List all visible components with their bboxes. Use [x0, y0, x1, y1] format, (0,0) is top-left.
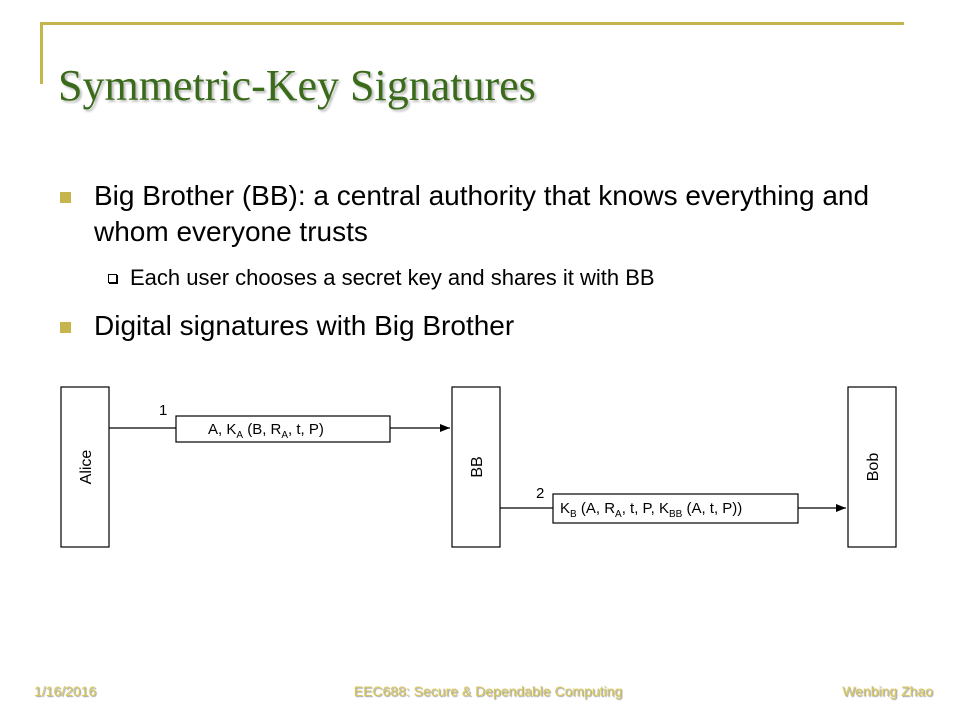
protocol-diagram: Alice BB Bob 1 A, KA (B, RA, t, P) 2 KB …	[60, 386, 897, 548]
frame-left-line	[40, 22, 43, 84]
bob-label: Bob	[865, 453, 882, 482]
sub-bullet-text: Each user chooses a secret key and share…	[130, 265, 655, 290]
step2-message-box	[552, 493, 799, 524]
bullet-text: Digital signatures with Big Brother	[94, 310, 515, 341]
square-bullet-icon	[60, 322, 71, 333]
bb-label: BB	[469, 456, 486, 477]
alice-label: Alice	[78, 450, 95, 485]
alice-box	[60, 386, 110, 548]
step1-message-box	[175, 415, 391, 443]
bullet-list: Big Brother (BB): a central authority th…	[60, 178, 920, 344]
step2-number: 2	[536, 485, 544, 502]
footer-course: EEC688: Secure & Dependable Computing	[353, 683, 623, 699]
bob-box	[847, 386, 897, 548]
square-bullet-icon	[60, 192, 71, 203]
footer-author: Wenbing Zhao	[842, 683, 933, 699]
bullet-big-brother: Big Brother (BB): a central authority th…	[60, 178, 920, 250]
sub-bullet-secret-key: Each user chooses a secret key and share…	[60, 264, 920, 292]
hollow-square-bullet-icon	[108, 274, 117, 283]
bullet-digital-signatures: Digital signatures with Big Brother	[60, 308, 920, 344]
step1-message: A, KA (B, RA, t, P)	[208, 421, 324, 441]
footer-date: 1/16/2016	[34, 683, 97, 699]
frame-top-line	[40, 22, 904, 25]
step1-number: 1	[159, 402, 167, 419]
bb-box	[451, 386, 501, 548]
step2-message: KB (A, RA, t, P, KBB (A, t, P))	[560, 500, 742, 520]
bullet-text: Big Brother (BB): a central authority th…	[94, 180, 870, 247]
slide-title: Symmetric-Key Signatures	[58, 61, 536, 110]
